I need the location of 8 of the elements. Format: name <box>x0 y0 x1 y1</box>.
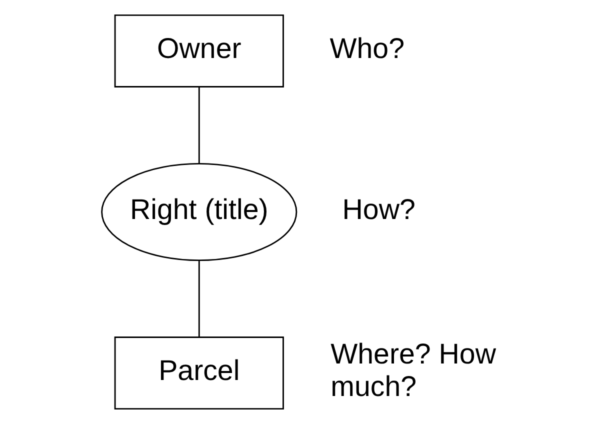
node-box: Owner <box>114 14 284 88</box>
node-label: How? <box>342 194 416 226</box>
node-label: Who? <box>330 32 405 65</box>
node-label: Where? How much? <box>330 338 496 403</box>
node-ellipse: Right (title) <box>101 162 298 262</box>
node-box: Parcel <box>114 336 284 410</box>
connector <box>198 261 200 338</box>
connector <box>198 86 200 164</box>
